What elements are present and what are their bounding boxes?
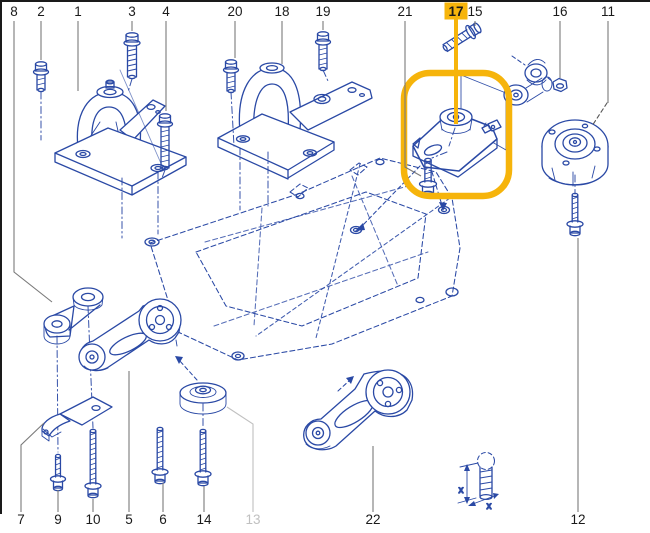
bolt-19-drawing (314, 31, 332, 72)
callout-12-label[interactable]: 12 (570, 512, 585, 527)
bolt-4-drawing (156, 113, 174, 171)
dimension-legend: x x (457, 451, 499, 513)
bolt-3-drawing (123, 32, 141, 80)
bolt-21-drawing (418, 157, 438, 197)
part-8-link-drawing (43, 287, 104, 453)
callout-11-label[interactable]: 11 (601, 4, 615, 19)
bolt-14-drawing (194, 428, 212, 487)
bolt-2-drawing (32, 61, 50, 93)
callout-17-highlight-bg (444, 2, 468, 20)
callout-5-label[interactable]: 5 (125, 512, 133, 527)
callout-14-label[interactable]: 14 (196, 512, 212, 527)
callout-21-label[interactable]: 21 (397, 4, 412, 19)
callout-8-leader (13, 21, 53, 303)
dimension-x-label-2: x (487, 501, 492, 512)
callout-2-label[interactable]: 2 (37, 4, 45, 19)
callout-7-leader (20, 422, 45, 512)
bolt-9-drawing (49, 453, 67, 492)
bolt-12-drawing (566, 192, 584, 237)
bolt-6-drawing (151, 426, 169, 485)
callout-15-label[interactable]: 15 (467, 4, 482, 19)
callout-13-leader (226, 406, 254, 512)
callout-19-label[interactable]: 19 (315, 4, 330, 19)
part-11-round-mount-drawing (541, 102, 609, 195)
part-22-torque-arm-drawing (303, 369, 414, 451)
callout-9-label[interactable]: 9 (54, 512, 62, 527)
pointer-arrows (175, 202, 447, 384)
dimension-x-label-1: x (459, 485, 464, 496)
part-16-damper-drawing (503, 55, 568, 106)
part-7-bracket-drawing (41, 396, 113, 442)
bolt-20-drawing (222, 59, 240, 94)
callout-4-label[interactable]: 4 (162, 4, 170, 19)
callout-17-label[interactable]: 17 (448, 4, 463, 19)
callout-7-label[interactable]: 7 (17, 512, 25, 527)
part-17-bracket-drawing (361, 74, 507, 227)
bolt-10-drawing (84, 428, 102, 499)
frame-border (0, 0, 650, 514)
bolt-drawings (32, 31, 584, 499)
callout-1-label[interactable]: 1 (74, 4, 82, 19)
callout-21-leader (404, 21, 422, 177)
part-13-pad-drawing (179, 382, 227, 429)
callout-18-label[interactable]: 18 (274, 4, 289, 19)
part-5-torque-arm-drawing (78, 298, 198, 381)
part-1-engine-mount-drawing (40, 69, 187, 239)
part-18-engine-mount-drawing (217, 62, 373, 211)
callout-3-label[interactable]: 3 (128, 4, 136, 19)
callout-13-label[interactable]: 13 (245, 512, 260, 527)
callout-20-label[interactable]: 20 (227, 4, 242, 19)
line-art: x x (32, 22, 609, 513)
callout-16-label[interactable]: 16 (552, 4, 567, 19)
callout-6-label[interactable]: 6 (159, 512, 167, 527)
callout-22-label[interactable]: 22 (365, 512, 380, 527)
callout-8-label[interactable]: 8 (10, 4, 18, 19)
callout-10-label[interactable]: 10 (85, 512, 100, 527)
part-15-bolt-drawing (442, 22, 482, 53)
